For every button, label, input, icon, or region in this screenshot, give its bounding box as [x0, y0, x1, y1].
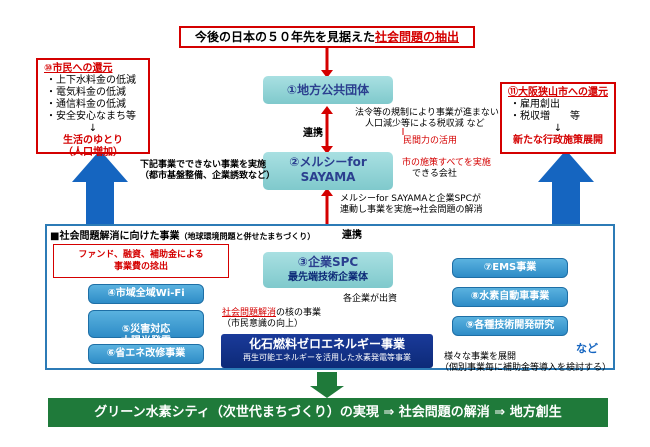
spc-note: メルシーfor SAYAMAと企業SPCが 連動し事業を実施⇒社会問題の解消 [340, 194, 483, 216]
spc-note-line1: メルシーfor SAYAMAと企業SPCが [340, 194, 481, 204]
citizen-item-4: ・安全安心なまち等 [46, 111, 136, 122]
title-box: 今後の日本の５０年先を見据えた社会問題の抽出 [179, 26, 475, 48]
node-mercy-for-sayama: ②メルシーfor SAYAMA [263, 152, 393, 190]
arrow-head-up-1 [321, 106, 333, 114]
pill-ems: ⑦EMS事業 [452, 258, 568, 278]
blue-arrow-right [538, 150, 594, 225]
left-note-line2: （都市基盤整備、企業誘致など） [140, 171, 276, 181]
pill-solar-label: ⑤災害対応 太陽光発電 [121, 324, 171, 347]
pill-tech-research-label: ⑨各種技術開発研究 [465, 320, 555, 331]
citizen-item-3: ・通信料金の低減 [46, 99, 126, 110]
pill-hydrogen-car: ⑧水素自動車事業 [452, 287, 568, 307]
node-local-government-label: ①地方公共団体 [286, 83, 370, 97]
citizen-item-1: ・上下水料金の低減 [46, 75, 136, 86]
right-note: 市の施策すべてを実施 できる会社 [402, 158, 491, 180]
pill-ems-label: ⑦EMS事業 [483, 262, 537, 273]
core-note-line1: 社会問題解消 [222, 308, 277, 318]
title-prefix: 今後の日本の５０年先を見据えた [194, 30, 375, 44]
arrow-head-title [321, 70, 333, 78]
fund-box-line1: ファンド、融資、補助金による [78, 250, 204, 260]
core-note-line2: （市民意識の向上） [222, 319, 304, 329]
citizen-arrow: ↓ [88, 123, 98, 134]
city-arrow: ↓ [553, 123, 563, 134]
node-spc-line1: ③企業SPC [297, 255, 359, 269]
bottom-goal-bar: グリーン水素シティ（次世代まちづくり）の実現 ⇒ 社会問題の解消 ⇒ 地方創生 [48, 398, 608, 427]
citizen-return-box: ⑩市民への還元 ・上下水料金の低減 ・電気料金の低減 ・通信料金の低減 ・安全安… [36, 58, 150, 158]
frame-title-sub: （地球環境問題と併せたまちづくり） [179, 232, 316, 241]
pill-energy-saving-label: ⑥省エネ改修事業 [106, 348, 186, 359]
citizen-item-2: ・電気料金の低減 [46, 87, 126, 98]
citizen-result-1: 生活のゆとり [63, 135, 123, 146]
node-spc-line2: 最先端技術企業体 [288, 272, 368, 283]
city-result: 新たな行政施策展開 [513, 135, 603, 146]
pill-tech-research: ⑨各種技術開発研究 [452, 316, 568, 336]
nado-label: など [576, 342, 598, 355]
node-local-government: ①地方公共団体 [263, 76, 393, 104]
hydrogen-title: 化石燃料ゼロエネルギー事業 [248, 337, 405, 351]
city-return-box: ⑪大阪狭山市への還元 ・雇用創出 ・税収増 等 ↓ 新たな行政施策展開 [500, 82, 616, 154]
arrow-head-up-2 [321, 188, 333, 196]
law-note-line1: 法令等の規制により事業が進まない [355, 108, 499, 118]
pill-wifi: ④市域全域Wi-Fi [88, 284, 204, 304]
law-note-line2: 人口減少等による税収減 など [365, 119, 485, 129]
left-note-line1: 下記事業でできない事業を実施 [140, 160, 267, 170]
node-mercy-line1: ②メルシーfor [289, 155, 367, 169]
pill-solar: ⑤災害対応 太陽光発電 [88, 310, 204, 347]
fund-box: ファンド、融資、補助金による 事業費の捻出 [53, 244, 229, 278]
title-highlight: 社会問題の抽出 [375, 30, 460, 44]
spc-note-line2: 連動し事業を実施⇒社会問題の解消 [340, 205, 483, 215]
label-renkei-1: 連携 [303, 128, 323, 139]
right-note-line1: 市の施策すべてを実施 [402, 158, 491, 168]
city-return-heading: ⑪大阪狭山市への還元 [508, 87, 608, 98]
pill-hydrogen-car-label: ⑧水素自動車事業 [470, 291, 550, 302]
city-item-1: ・雇用創出 [510, 99, 560, 110]
right-note-line2: できる会社 [412, 169, 457, 179]
company-note: 各企業が出資 [343, 294, 398, 304]
various-note-line1: 様々な事業を展開 [444, 352, 517, 362]
left-note: 下記事業でできない事業を実施 （都市基盤整備、企業誘致など） [140, 160, 275, 182]
hydrogen-sub: 再生可能エネルギーを活用した水素発電等事業 [243, 353, 411, 362]
citizen-result-2: （人口増加） [63, 147, 123, 158]
node-mercy-line2: SAYAMA [300, 170, 356, 184]
frame-title-main: ■社会問題解消に向けた事業 [50, 231, 180, 242]
blue-arrow-left [72, 150, 128, 225]
city-item-2: ・税収増 等 [510, 111, 580, 122]
label-renkei-2: 連携 [342, 230, 362, 241]
various-note: 様々な事業を展開 （個別事業毎に補助金等導入を検討する） [440, 352, 611, 374]
core-note-line1b: の核の事業 [276, 308, 322, 318]
fund-box-line2: 事業費の捻出 [113, 262, 168, 272]
various-note-line2: （個別事業毎に補助金等導入を検討する） [440, 363, 612, 373]
pill-energy-saving: ⑥省エネ改修事業 [88, 344, 204, 364]
frame-title: ■社会問題解消に向けた事業（地球環境問題と併せたまちづくり） [50, 227, 315, 242]
pill-wifi-label: ④市域全域Wi-Fi [107, 288, 185, 299]
hydrogen-box: 化石燃料ゼロエネルギー事業 再生可能エネルギーを活用した水素発電等事業 [221, 334, 433, 368]
law-note: 法令等の規制により事業が進まない 人口減少等による税収減 など 民間力の活用 [355, 108, 500, 147]
citizen-return-heading: ⑩市民への還元 [44, 63, 113, 74]
green-arrow-down [310, 372, 344, 398]
core-note: 社会問題解消の核の事業 （市民意識の向上） [222, 308, 321, 330]
law-note-line3: 民間力の活用 [403, 136, 458, 146]
arrow-head-down-1 [321, 146, 333, 154]
node-spc: ③企業SPC 最先端技術企業体 [263, 252, 393, 288]
